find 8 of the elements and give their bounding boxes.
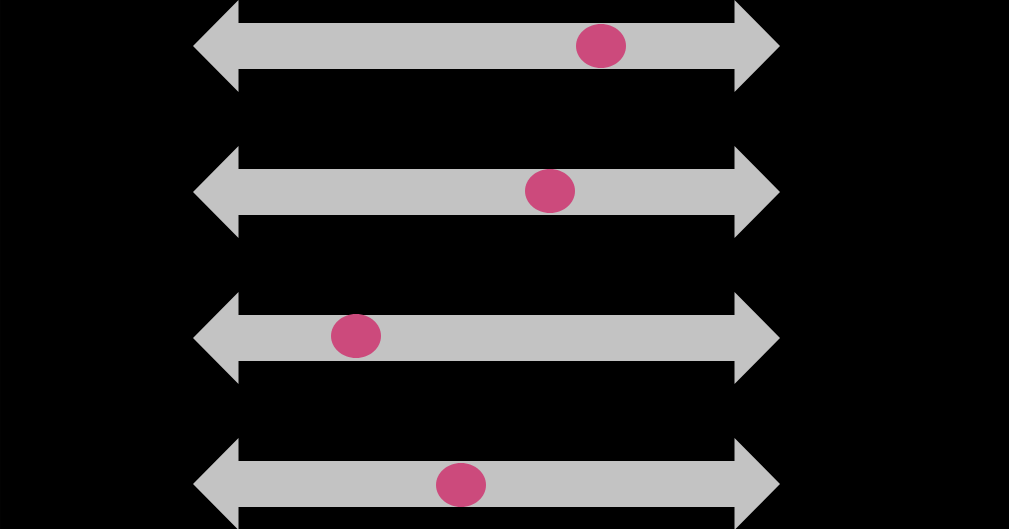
marker-dot — [525, 169, 575, 213]
marker-dot — [436, 463, 486, 507]
double-arrow — [193, 146, 780, 238]
marker-dot — [576, 24, 626, 68]
double-arrow — [193, 0, 780, 92]
marker-dot — [331, 314, 381, 358]
double-arrow — [193, 292, 780, 384]
double-arrow — [193, 438, 780, 529]
